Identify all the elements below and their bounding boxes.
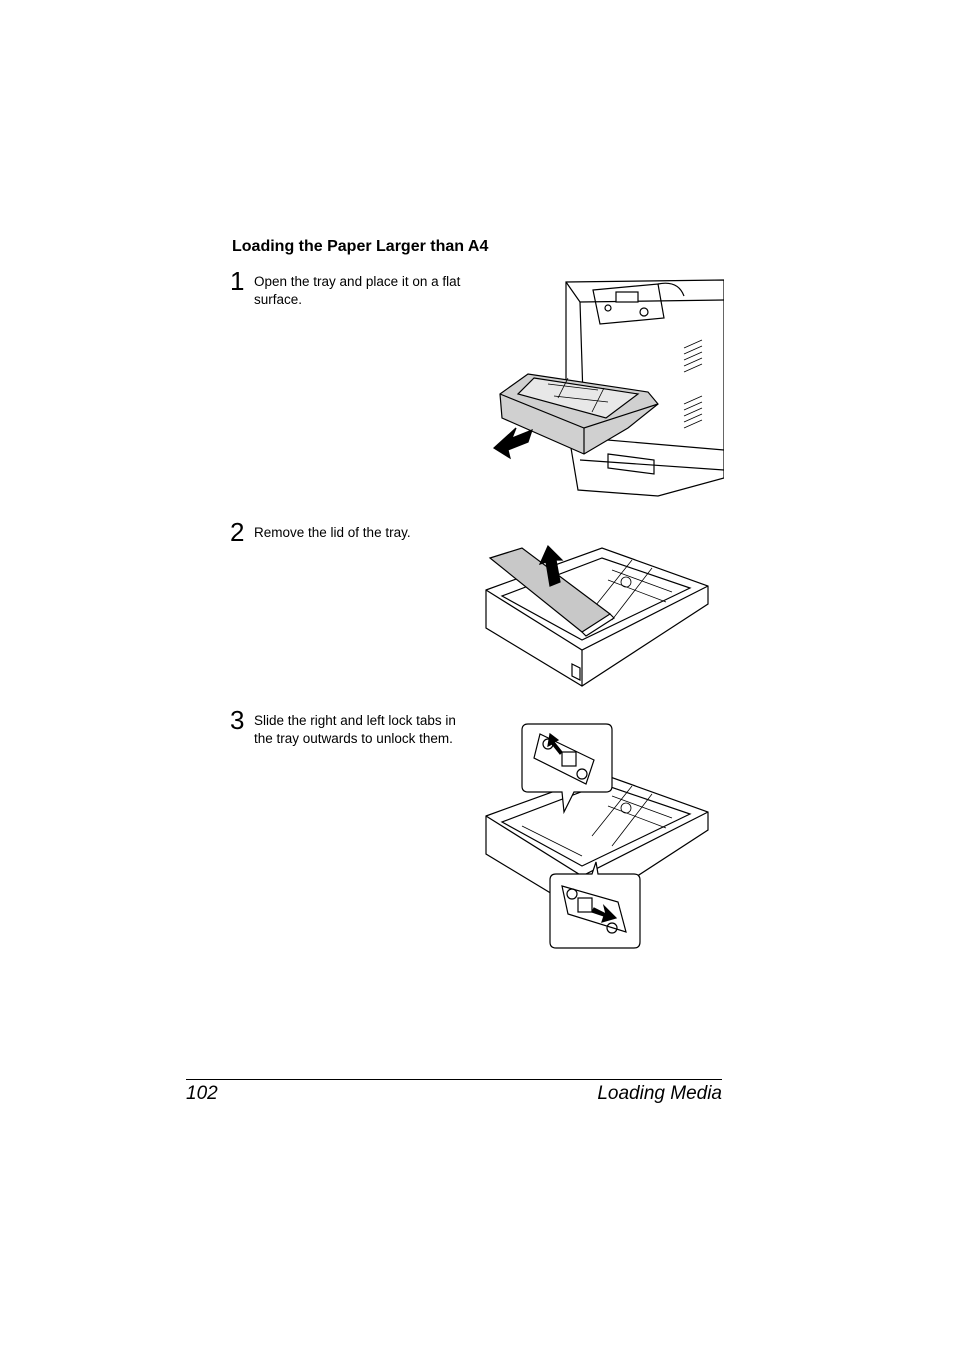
footer-section-title: Loading Media bbox=[597, 1083, 722, 1104]
step-text: Slide the right and left lock tabs in th… bbox=[254, 713, 456, 746]
tray-lid-removal-illustration bbox=[482, 540, 718, 688]
step-text: Remove the lid of the tray. bbox=[254, 525, 411, 540]
step-number: 3 bbox=[230, 705, 245, 735]
step-number: 2 bbox=[230, 517, 245, 547]
footer-divider bbox=[186, 1079, 722, 1080]
printer-tray-open-illustration bbox=[488, 278, 724, 500]
step-text: Open the tray and place it on a flat sur… bbox=[254, 274, 461, 307]
step-number: 1 bbox=[230, 266, 245, 296]
lock-tabs-illustration bbox=[482, 722, 718, 950]
page-number: 102 bbox=[186, 1083, 218, 1104]
section-title: Loading the Paper Larger than A4 bbox=[232, 238, 489, 255]
